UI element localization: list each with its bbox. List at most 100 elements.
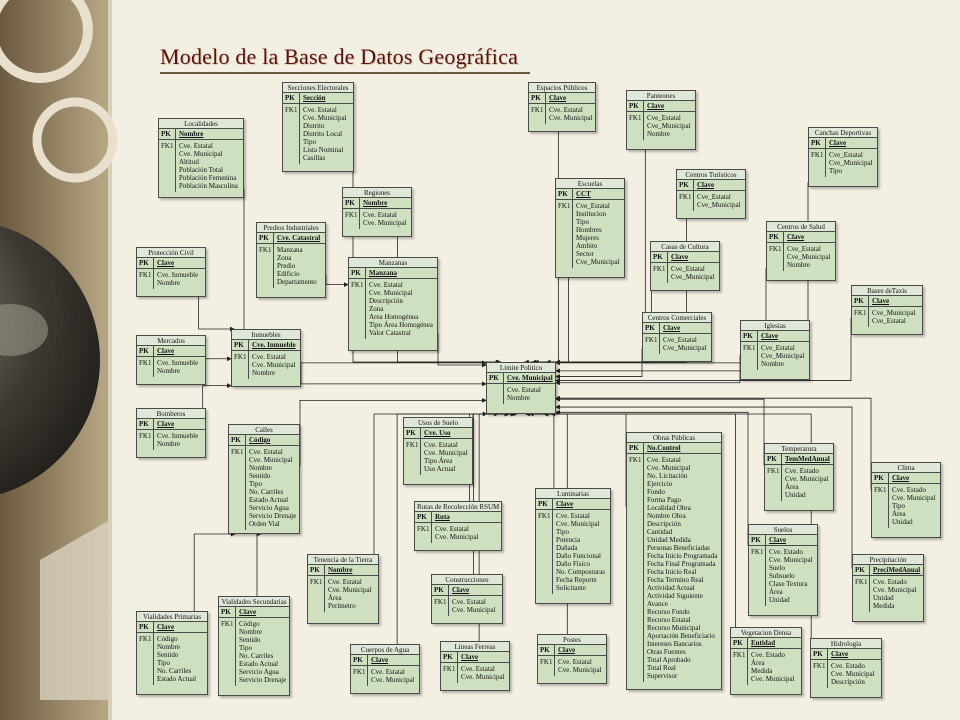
entity-pk: Clave [671,253,689,261]
pk-marker: PK [536,499,553,509]
entity-attribute: Cve_Municipal [647,122,691,130]
fk-marker: FK1 [257,244,274,288]
entity-attribute: Área [785,483,799,491]
pk-marker: PK [137,622,154,632]
entity-cuerpos: Cuerpos de Agua PK Clave FK1 Cve. Estata… [350,644,420,694]
entity-attribute: Medida [751,667,773,675]
entity-title: Clima [872,463,940,473]
pk-marker: PK [731,638,748,648]
entity-attribute: No. Composturas [556,568,605,576]
entity-tenencia: Tenencia de la Tierra PK Nombre FK1 Cve.… [307,554,379,624]
entity-pk: PreciMedAnual [872,566,921,574]
fk-marker: FK1 [432,596,449,616]
entity-attribute: Dañada [556,544,578,552]
entity-attribute: Cve_Estatal [872,317,906,325]
entity-attribute: Descripción [369,297,403,305]
entity-pk: Clave [697,181,715,189]
entity-attribute: Cve. Municipal [249,456,293,464]
entity-attribute: Sentido [239,636,261,644]
entity-attribute: Cve. Municipal [424,449,468,457]
fk-marker: FK1 [853,576,870,612]
entity-attribute: Cve. Estado [873,578,907,586]
entity-attribute: Cve. Municipal [831,670,875,678]
entity-pk: Nombre [328,566,353,574]
entity-attribute: Código [239,620,260,628]
pk-marker: PK [404,428,421,438]
entity-attribute: Cve. Estatal [328,578,362,586]
fk-marker: FK1 [811,660,828,688]
pk-marker: PK [487,373,504,383]
entity-pk: Código [249,436,271,444]
entity-pk: Clave [157,347,175,355]
entity-taxis: Bases deTaxis PK Clave FK1 Cve_Municipal… [851,285,923,335]
entity-salud: Centros de Salud PK Clave FK1 Cve_Estata… [766,221,836,281]
entity-attribute: Cve. Municipal [892,494,936,502]
fk-marker: FK1 [651,263,668,283]
entity-attribute: Institucion [576,210,606,218]
pk-marker: PK [343,198,360,208]
entity-title: Inmuebles [232,330,300,340]
entity-obras: Obras Públicas PK No.Control FK1 Cve. Es… [626,432,722,690]
entity-attribute: Cve. Municipal [751,675,795,683]
entity-attribute: Estado Actual [249,496,289,504]
entity-limite: Limite Politico PK Cve. Municipal Cve. E… [486,362,556,414]
entity-attribute: Fecha Termino Real [647,576,704,584]
entity-attribute: Nombre [507,394,530,402]
entity-pk: Clave [556,500,574,508]
entity-attribute: Cve_Municipal [663,344,707,352]
entity-attribute: Distrito Local [303,130,343,138]
entity-pk: Clave [829,139,847,147]
entity-attribute: Fecha Reporte [556,576,597,584]
entity-pk: Entidad [751,639,776,647]
entity-attribute: Manzana [277,246,303,254]
entity-title: Obras Públicas [627,433,721,443]
entity-attribute: Cve_Municipal [576,258,620,266]
entity-attribute: Orden Vial [249,520,280,528]
entity-pk: Cve. Uso [424,429,451,437]
entity-title: Calles [229,425,299,435]
entity-title: Cuerpos de Agua [351,645,419,655]
fk-marker: FK1 [872,484,889,528]
entity-pk: TemMedAnual [785,455,830,463]
entity-attribute: Servicio Agua [249,504,289,512]
pk-marker: PK [872,473,889,483]
entity-attribute: Cve. Municipal [785,475,829,483]
entity-attribute: Cve. Municipal [371,676,415,684]
entity-predios: Predios Industriales PK Cve. Catastral F… [256,222,326,298]
entity-attribute: Cve. Estatal [252,353,286,361]
entity-attribute: Cve. Municipal [461,673,505,681]
entity-attribute: Perímetro [328,602,356,610]
pk-marker: PK [627,101,644,111]
entity-pk: Clave [371,656,389,664]
fk-marker: FK1 [852,307,869,327]
entity-attribute: Población Total [179,166,223,174]
pk-marker: PK [137,419,154,429]
entity-pk: CCT [576,190,591,198]
entity-attribute: Cve. Estatal [507,386,541,394]
fk-marker: FK1 [308,576,325,612]
fk-marker: FK1 [556,200,573,268]
entity-attribute: Sentido [157,651,179,659]
entity-attribute: Cve. Estatal [556,512,590,520]
entity-attribute: Nombre Obra [647,512,686,520]
pk-marker: PK [441,652,458,662]
fk-marker: FK1 [351,666,368,686]
entity-attribute: Clase Textura [769,580,808,588]
